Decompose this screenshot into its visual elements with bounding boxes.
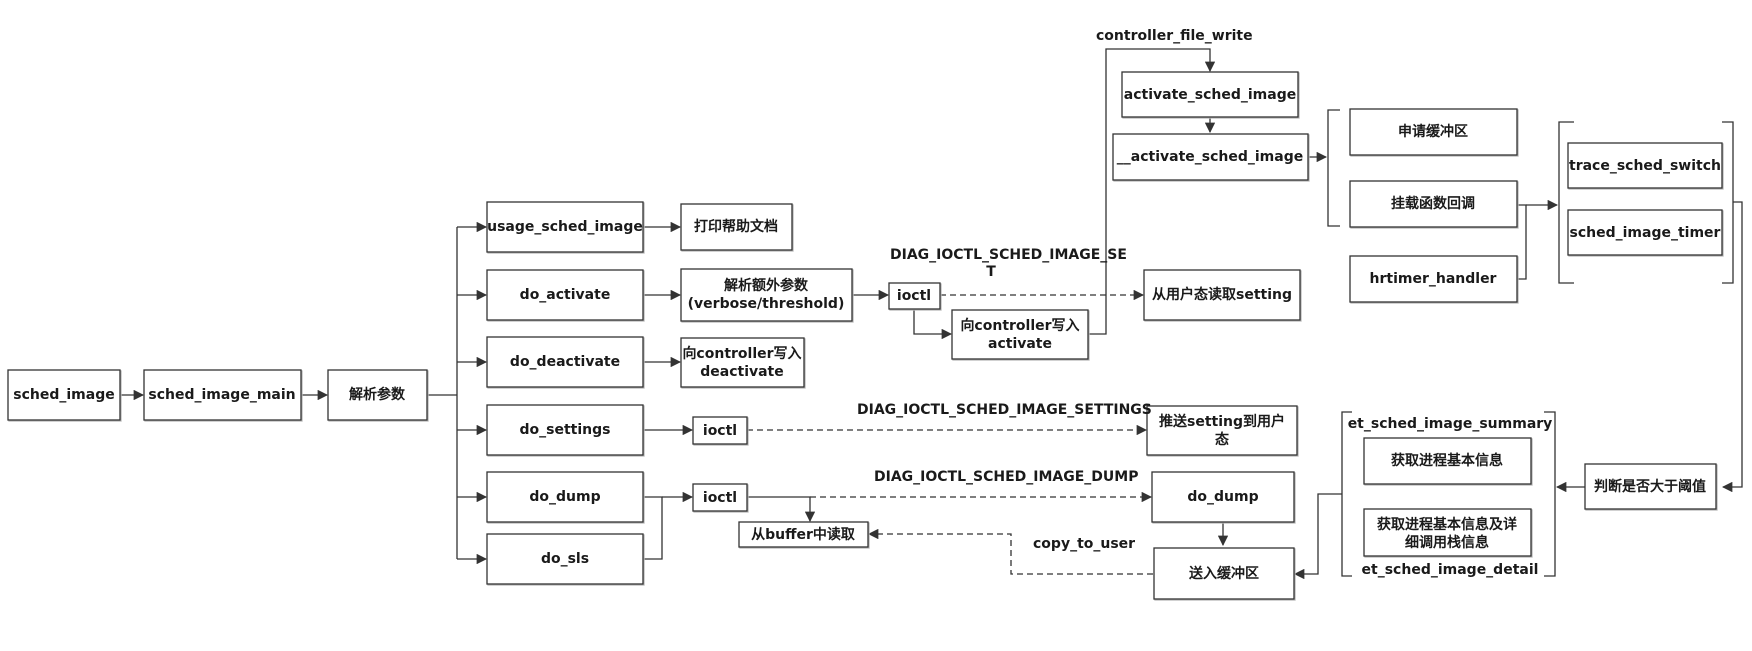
label-copy-to-user: copy_to_user (1033, 536, 1135, 552)
node-hook-callbacks: 挂载函数回调 (1349, 180, 1518, 228)
label-et-detail: et_sched_image_detail (1362, 562, 1539, 578)
svg-text:trace_sched_switch: trace_sched_switch (1569, 158, 1721, 174)
node-sched-image: sched_image (7, 369, 121, 421)
node-activate-sched-image: activate_sched_image (1121, 71, 1299, 118)
node-send-buffer: 送入缓冲区 (1153, 547, 1295, 600)
bracket-et-left (1341, 411, 1352, 577)
svg-text:activate_sched_image: activate_sched_image (1124, 87, 1296, 103)
svg-text:推送setting到用户: 推送setting到用户 (1159, 413, 1285, 430)
svg-text:hrtimer_handler: hrtimer_handler (1370, 271, 1497, 287)
node-do-deactivate: do_deactivate (486, 336, 644, 388)
node-do-dump-kernel: do_dump (1151, 471, 1295, 523)
node-sched-image-timer: sched_image_timer (1567, 209, 1723, 256)
svg-text:判断是否大于阈值: 判断是否大于阈值 (1594, 478, 1706, 495)
edge-send-buffer-read-buffer (867, 528, 1153, 575)
edge-hook-hrtimer-merge (1517, 204, 1527, 280)
node-do-sls: do_sls (486, 533, 644, 585)
node-alloc-buffer: 申请缓冲区 (1349, 108, 1518, 156)
brackets (1327, 109, 1734, 577)
node-hrtimer-handler: hrtimer_handler (1349, 255, 1518, 303)
label-controller-file-write: controller_file_write (1096, 28, 1253, 44)
svg-text:从用户态读取setting: 从用户态读取setting (1152, 286, 1292, 303)
svg-text:挂载函数回调: 挂载函数回调 (1391, 195, 1475, 212)
svg-text:do_deactivate: do_deactivate (510, 354, 620, 370)
svg-text:从buffer中读取: 从buffer中读取 (751, 526, 856, 543)
svg-text:usage_sched_image: usage_sched_image (487, 219, 643, 235)
edge-tracepoints-threshold (1721, 201, 1743, 493)
svg-text:向controller写入: 向controller写入 (682, 345, 801, 362)
bracket-et-right (1544, 411, 1556, 577)
node-get-basic-info: 获取进程基本信息 (1363, 437, 1532, 485)
node-write-activate: 向controller写入 activate (951, 309, 1089, 360)
svg-text:送入缓冲区: 送入缓冲区 (1188, 565, 1259, 582)
label-ioctl-set-1: DIAG_IOCTL_SCHED_IMAGE_SE (890, 247, 1127, 263)
svg-text:细调用栈信息: 细调用栈信息 (1405, 534, 1489, 551)
edge-write-activate-controller (1088, 48, 1216, 335)
label-ioctl-settings: DIAG_IOCTL_SCHED_IMAGE_SETTINGS (857, 402, 1152, 418)
svg-text:获取进程基本信息: 获取进程基本信息 (1391, 452, 1503, 469)
svg-text:do_activate: do_activate (520, 287, 611, 303)
svg-text:态: 态 (1215, 431, 1229, 448)
svg-text:获取进程基本信息及详: 获取进程基本信息及详 (1377, 516, 1517, 533)
node-__activate-sched-image: __activate_sched_image (1112, 133, 1309, 181)
node-parse-extra-args: 解析额外参数 (verbose/threshold) (680, 268, 853, 322)
edge-ioctl-read-buffer (747, 496, 816, 523)
svg-text:ioctl: ioctl (703, 490, 737, 506)
node-parse-args: 解析参数 (327, 369, 428, 421)
node-read-setting: 从用户态读取setting (1143, 269, 1301, 321)
edge-ioctl-write-activate (913, 309, 953, 340)
label-et-summary: et_sched_image_summary (1348, 416, 1553, 432)
svg-text:sched_image_main: sched_image_main (148, 387, 295, 403)
bracket-kernel-steps (1327, 109, 1340, 227)
node-do-settings: do_settings (486, 404, 644, 456)
bracket-tracepoints-left (1558, 121, 1574, 284)
node-get-detail-info: 获取进程基本信息及详 细调用栈信息 (1363, 508, 1532, 557)
svg-text:do_dump: do_dump (529, 489, 600, 505)
svg-text:解析额外参数: 解析额外参数 (724, 277, 809, 294)
svg-text:deactivate: deactivate (700, 364, 784, 380)
svg-text:ioctl: ioctl (897, 288, 931, 304)
node-ioctl-dump: ioctl (692, 483, 748, 512)
node-threshold-check: 判断是否大于阈值 (1584, 463, 1717, 510)
svg-text:解析参数: 解析参数 (349, 386, 406, 403)
node-write-deactivate: 向controller写入 deactivate (680, 337, 805, 388)
svg-text:__activate_sched_image: __activate_sched_image (1117, 149, 1303, 165)
node-do-activate: do_activate (486, 269, 644, 321)
node-ioctl-settings: ioctl (692, 416, 748, 445)
edge-labels: DIAG_IOCTL_SCHED_IMAGE_SE T DIAG_IOCTL_S… (857, 28, 1552, 578)
svg-text:申请缓冲区: 申请缓冲区 (1398, 123, 1468, 140)
bracket-tracepoints-right (1722, 121, 1734, 284)
svg-text:向controller写入: 向controller写入 (960, 317, 1079, 334)
svg-text:do_dump: do_dump (1187, 489, 1258, 505)
svg-text:do_settings: do_settings (520, 422, 611, 438)
node-trace-sched-switch: trace_sched_switch (1567, 142, 1723, 189)
svg-text:(verbose/threshold): (verbose/threshold) (688, 296, 845, 312)
svg-text:activate: activate (988, 336, 1052, 352)
svg-text:sched_image_timer: sched_image_timer (1570, 225, 1721, 241)
svg-text:打印帮助文档: 打印帮助文档 (694, 218, 778, 235)
node-print-help: 打印帮助文档 (680, 203, 793, 251)
node-sched-image-main: sched_image_main (143, 369, 302, 421)
svg-text:do_sls: do_sls (541, 551, 589, 567)
svg-text:ioctl: ioctl (703, 423, 737, 439)
edge-bracket-send-buffer (1293, 493, 1342, 580)
svg-text:sched_image: sched_image (13, 387, 114, 403)
node-read-buffer: 从buffer中读取 (738, 521, 869, 548)
node-usage-sched-image: usage_sched_image (486, 201, 644, 253)
label-ioctl-set-2: T (986, 264, 996, 280)
connectors (120, 48, 1743, 580)
edge-dump-sls-merge (643, 496, 663, 560)
node-ioctl-activate: ioctl (888, 282, 941, 310)
node-push-setting: 推送setting到用户 态 (1146, 405, 1298, 456)
label-ioctl-dump: DIAG_IOCTL_SCHED_IMAGE_DUMP (874, 469, 1138, 485)
node-do-dump: do_dump (486, 471, 644, 523)
